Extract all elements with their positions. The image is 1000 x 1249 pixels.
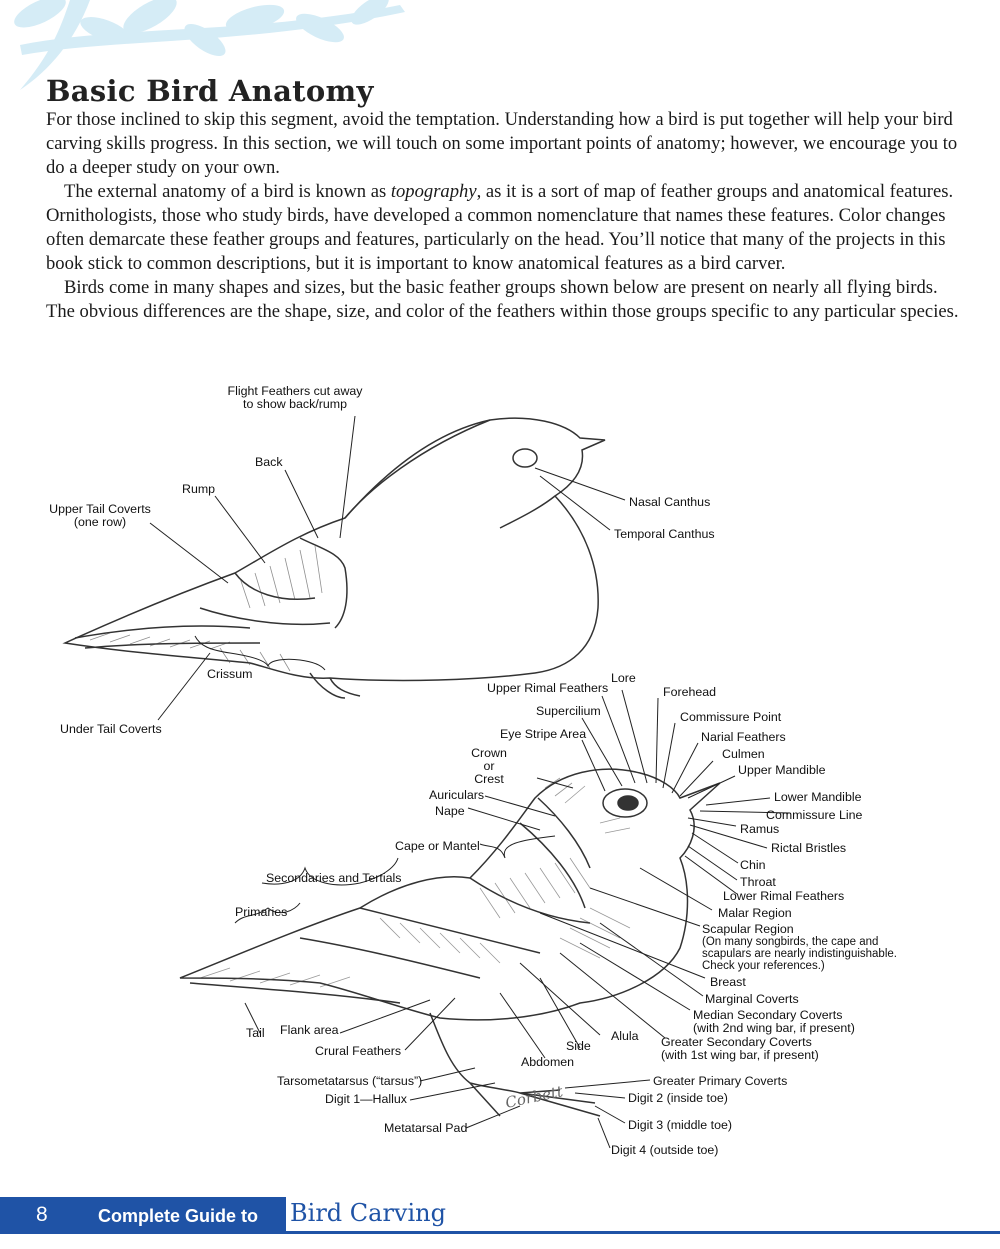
label-metatarsal-pad: Metatarsal Pad [384, 1121, 468, 1135]
label-chin: Chin [740, 858, 766, 872]
label-secondaries-and-tertials: Secondaries and Tertials [266, 871, 402, 885]
label-upper-rimal-feathers: Upper Rimal Feathers [487, 681, 609, 695]
label-scapular-note-line1: (On many songbirds, the cape and [702, 936, 879, 948]
label-flank-area: Flank area [280, 1023, 339, 1037]
label-crown: Crown [471, 746, 507, 760]
label-flight-feathers-line1: Flight Feathers cut away [227, 384, 363, 398]
label-crown-or: or [483, 759, 495, 773]
label-tail: Tail [246, 1026, 265, 1040]
label-rump: Rump [182, 482, 216, 496]
book-title-part2: Bird Carving [290, 1199, 446, 1227]
label-culmen: Culmen [722, 747, 765, 761]
label-greater-primary-coverts: Greater Primary Coverts [653, 1074, 788, 1088]
label-temporal-canthus: Temporal Canthus [614, 527, 715, 541]
label-alula: Alula [611, 1029, 639, 1043]
label-nape: Nape [435, 804, 465, 818]
label-crural-feathers: Crural Feathers [315, 1044, 402, 1058]
bird-illustrations [62, 415, 791, 1149]
top-bird-drawing [62, 417, 606, 699]
label-flight-feathers-line2: to show back/rump [243, 397, 347, 411]
label-crissum: Crissum [207, 667, 253, 681]
label-cape-or-mantel: Cape or Mantel [395, 839, 480, 853]
label-tarsometatarsus: Tarsometatarsus (“tarsus”) [277, 1074, 423, 1088]
anatomy-figure: Flight Feathers cut away to show back/ru… [0, 378, 1000, 1168]
label-flight-feathers: Flight Feathers cut away to show back/ru… [225, 385, 365, 411]
label-nasal-canthus: Nasal Canthus [629, 495, 711, 509]
label-upper-tail-coverts-line2: (one row) [73, 515, 127, 529]
label-side: Side [566, 1039, 591, 1053]
label-malar-region: Malar Region [718, 906, 792, 920]
label-greater-secondary-coverts: Greater Secondary Coverts (with 1st wing… [661, 1036, 819, 1062]
paragraph-shapes: Birds come in many shapes and sizes, but… [46, 277, 959, 322]
label-digit-3: Digit 3 (middle toe) [628, 1118, 732, 1132]
label-throat: Throat [740, 875, 776, 889]
label-scapular-region-title: Scapular Region [702, 922, 794, 936]
label-forehead: Forehead [663, 685, 717, 699]
page-title: Basic Bird Anatomy [46, 74, 374, 108]
label-back: Back [255, 455, 283, 469]
bottom-bird-shading [199, 777, 631, 988]
label-median-secondary-coverts-line1: Median Secondary Coverts [693, 1008, 843, 1022]
label-upper-tail-coverts: Upper Tail Coverts (one row) [40, 503, 160, 529]
paragraph-intro: For those inclined to skip this segment,… [46, 109, 958, 178]
body-text: For those inclined to skip this segment,… [46, 108, 961, 324]
top-bird-leaders [149, 415, 626, 721]
label-scapular-note-line3: Check your references.) [702, 960, 825, 972]
paragraph-topography: The external anatomy of a bird is known … [46, 180, 961, 276]
topography-text-before: The external anatomy of a bird is known … [64, 181, 391, 202]
label-upper-tail-coverts-line1: Upper Tail Coverts [49, 502, 151, 516]
label-greater-secondary-coverts-line2: (with 1st wing bar, if present) [661, 1048, 819, 1062]
label-narial-feathers: Narial Feathers [701, 730, 786, 744]
book-title-part1: Complete Guide to [98, 1206, 259, 1226]
page-footer: 8 Complete Guide to Bird Carving [0, 1197, 1000, 1234]
label-lore: Lore [611, 671, 636, 685]
label-eye-stripe-area: Eye Stripe Area [500, 727, 587, 741]
label-scapular-region: Scapular Region (On many songbirds, the … [702, 922, 897, 973]
label-digit-1: Digit 1—Hallux [325, 1092, 407, 1106]
label-auriculars: Auriculars [429, 788, 485, 802]
label-commissure-line: Commissure Line [766, 808, 863, 822]
label-digit-2: Digit 2 (inside toe) [628, 1091, 728, 1105]
label-crest: Crest [474, 772, 504, 786]
topography-text-after: , as it is a sort of map of feather grou… [46, 181, 954, 274]
footer-blue-block [0, 1197, 286, 1231]
label-commissure-point: Commissure Point [680, 710, 782, 724]
bottom-bird-drawing [179, 768, 721, 1117]
label-scapular-note-line2: scapulars are nearly indistinguishable. [702, 948, 897, 960]
label-rictal-bristles: Rictal Bristles [771, 841, 847, 855]
label-digit-4: Digit 4 (outside toe) [611, 1143, 719, 1157]
label-primaries: Primaries [235, 905, 288, 919]
label-under-tail-coverts: Under Tail Coverts [60, 722, 162, 736]
footer-rule [0, 1231, 1000, 1234]
label-median-secondary-coverts: Median Secondary Coverts (with 2nd wing … [693, 1009, 855, 1035]
label-lower-rimal-feathers: Lower Rimal Feathers [723, 889, 845, 903]
label-abdomen: Abdomen [521, 1055, 575, 1069]
top-bird-shading [89, 545, 323, 672]
label-ramus: Ramus [740, 822, 780, 836]
topography-term: topography [390, 181, 477, 202]
label-lower-mandible: Lower Mandible [774, 790, 862, 804]
bottom-bird-leaders [234, 689, 791, 1149]
label-supercilium: Supercilium [536, 704, 601, 718]
label-breast: Breast [710, 975, 746, 989]
label-crown-or-crest: Crown or Crest [466, 747, 512, 786]
label-greater-secondary-coverts-line1: Greater Secondary Coverts [661, 1035, 812, 1049]
page-number: 8 [36, 1203, 48, 1226]
label-median-secondary-coverts-line2: (with 2nd wing bar, if present) [693, 1021, 855, 1035]
leaf-decoration [14, 0, 405, 90]
label-marginal-coverts: Marginal Coverts [705, 992, 799, 1006]
label-upper-mandible: Upper Mandible [738, 763, 826, 777]
